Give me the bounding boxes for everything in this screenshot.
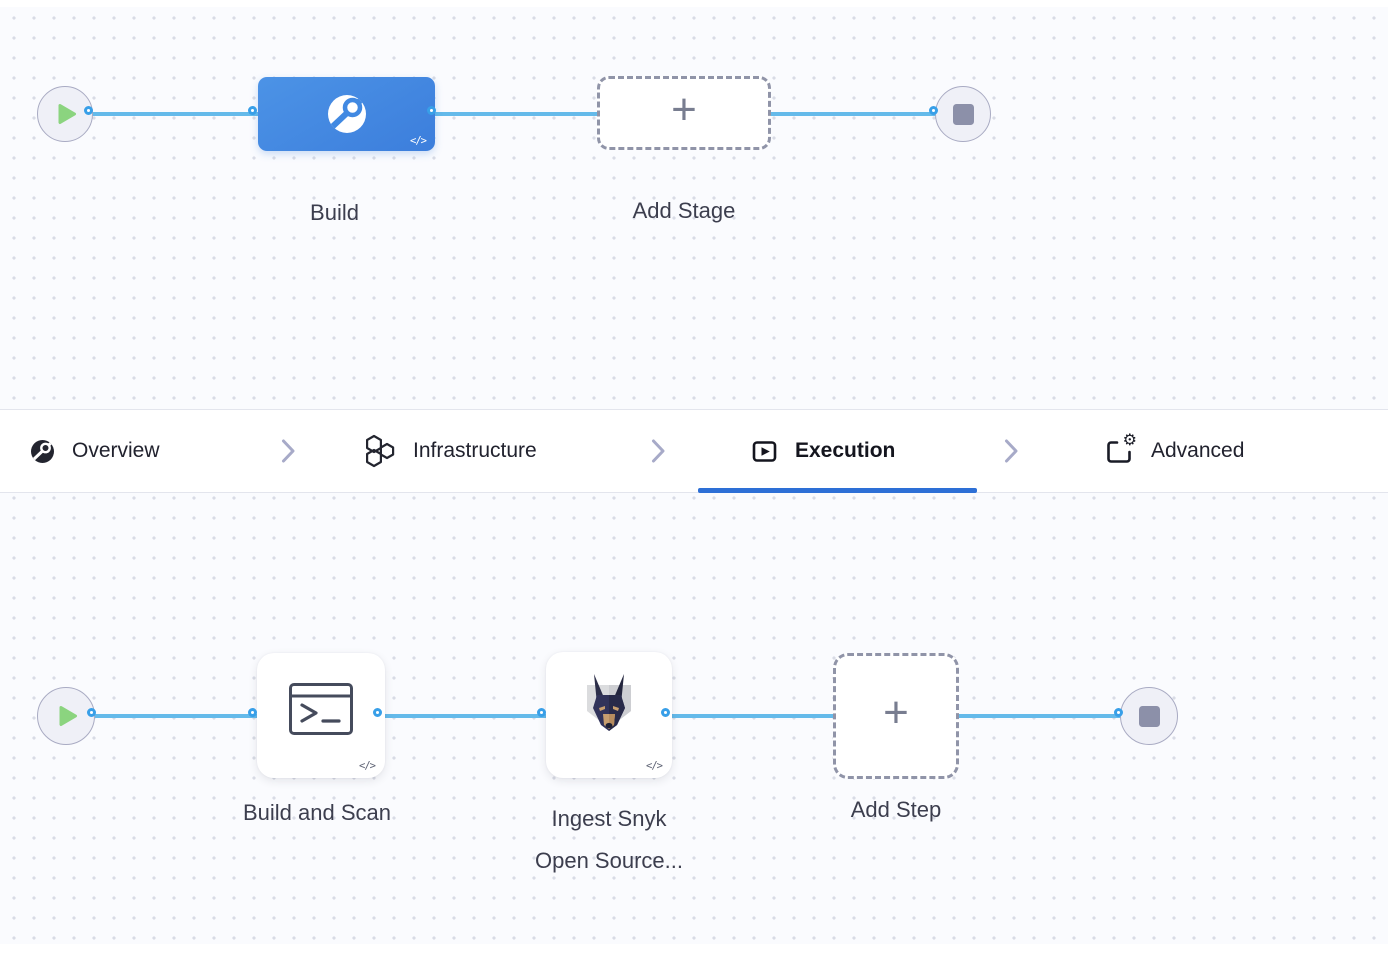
hexagons-icon [365,434,395,468]
connector-point [87,708,96,717]
active-tab-underline [698,488,977,493]
step-label-line2: Open Source... [535,848,683,873]
pipeline-end-node [935,86,991,142]
connector-point [248,708,257,717]
tab-overview-label: Overview [72,439,160,462]
ci-overview-icon [31,439,54,463]
chevron-right-icon [281,438,296,464]
snyk-dog-icon [546,652,672,762]
connector-point [427,106,436,115]
play-square-icon [752,440,777,462]
tab-advanced[interactable]: ⚙ Advanced [1104,410,1244,492]
template-gear-icon: ⚙ [1104,430,1137,466]
plus-icon: + [883,688,909,738]
connector-point [1114,708,1123,717]
plus-icon: + [671,85,697,135]
stage-pipeline-canvas[interactable]: </> Build + Add Stage [0,7,1388,409]
connector-line [65,112,961,116]
tab-execution[interactable]: Execution [751,410,895,492]
bottom-edge-strip [0,944,1388,954]
step-ingest-snyk-label: Ingest Snyk Open Source... [469,798,749,882]
gear-icon: ⚙ [1122,430,1137,449]
step-yaml-badge[interactable]: </> [646,760,663,772]
top-edge-strip [0,0,1388,7]
chevron-right-icon [651,438,666,464]
stop-square-icon [1138,705,1160,727]
step-build-and-scan[interactable]: </> [257,653,385,778]
play-triangle-icon [58,104,76,124]
execution-start-node [37,687,95,745]
add-stage-button[interactable]: + [597,76,771,150]
chevron-right-icon [1004,438,1019,464]
terminal-icon [257,653,385,764]
connector-point [661,708,670,717]
tab-infrastructure-label: Infrastructure [413,439,537,462]
build-stage-node[interactable]: </> [258,77,435,151]
connector-point [929,106,938,115]
execution-end-node [1120,687,1178,745]
tab-advanced-label: Advanced [1151,439,1245,462]
add-step-button[interactable]: + [833,653,959,779]
ci-build-icon [258,77,435,151]
connector-point [248,106,257,115]
execution-steps-canvas[interactable]: </> Build and Scan </> Ingest Snyk Open … [0,493,1388,944]
build-stage-label: Build [310,200,359,225]
step-ingest-snyk[interactable]: </> [546,652,672,778]
tab-execution-label: Execution [795,439,896,462]
add-stage-label: Add Stage [632,198,736,223]
tab-overview[interactable]: Overview [30,410,160,492]
stop-square-icon [952,103,974,125]
connector-point [84,106,93,115]
connector-point [373,708,382,717]
step-yaml-badge[interactable]: </> [359,760,376,772]
add-step-label: Add Step [850,797,942,822]
step-label-line1: Ingest Snyk [551,806,667,831]
pipeline-start-node [37,86,93,142]
connector-point [537,708,546,717]
stage-config-tabbar: Overview Infrastructure Execution [0,409,1388,493]
tab-infrastructure[interactable]: Infrastructure [363,410,537,492]
stage-yaml-badge[interactable]: </> [410,135,427,147]
step-build-and-scan-label: Build and Scan [243,800,391,825]
play-triangle-icon [59,706,77,726]
